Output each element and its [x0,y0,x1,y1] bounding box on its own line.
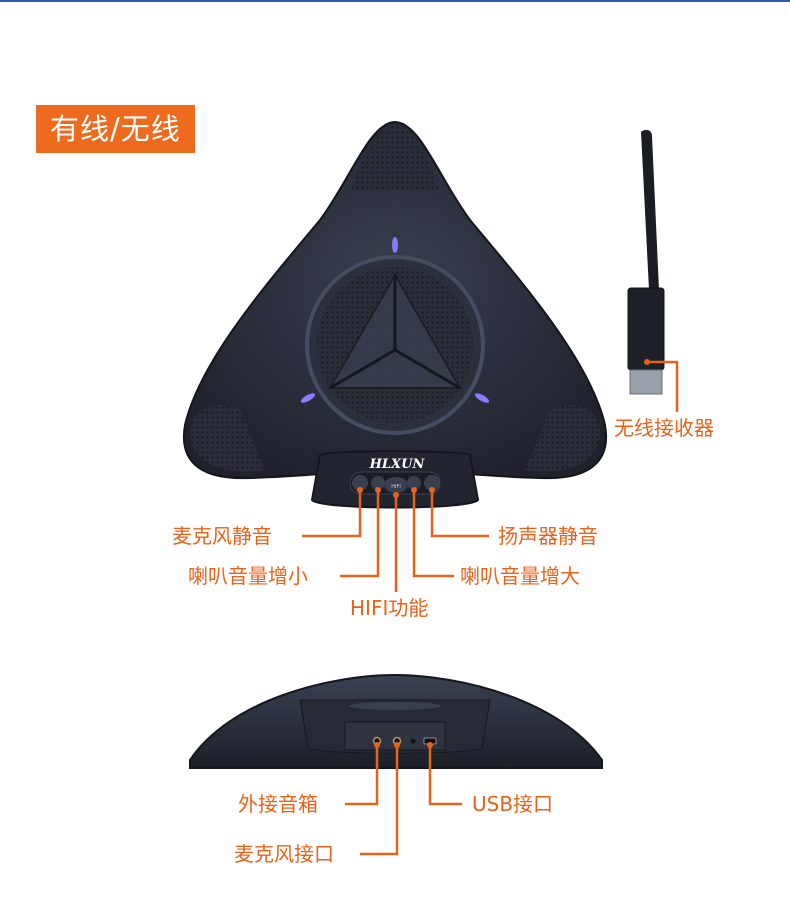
hifi-key-label: HIFI [391,484,401,490]
label-usb-port: USB接口 [472,792,554,816]
label-wireless-receiver: 无线接收器 [614,416,714,440]
speakerphone-back-view [189,673,603,769]
label-mic-mute: 麦克风静音 [172,524,272,548]
label-volume-up: 喇叭音量增大 [460,564,580,588]
wireless-receiver-dongle [627,129,665,395]
brand-logo: HLXUN [369,457,426,472]
label-mic-port: 麦克风接口 [234,842,334,866]
top-border [0,0,790,2]
label-speaker-mute: 扬声器静音 [498,524,598,548]
label-external-speaker: 外接音箱 [238,792,318,816]
speakerphone-top-view [182,120,608,509]
callout-lines [302,360,679,856]
label-volume-down: 喇叭音量增小 [188,564,308,588]
label-hifi: HIFI功能 [350,596,429,620]
connection-mode-badge: 有线/无线 [36,105,195,153]
